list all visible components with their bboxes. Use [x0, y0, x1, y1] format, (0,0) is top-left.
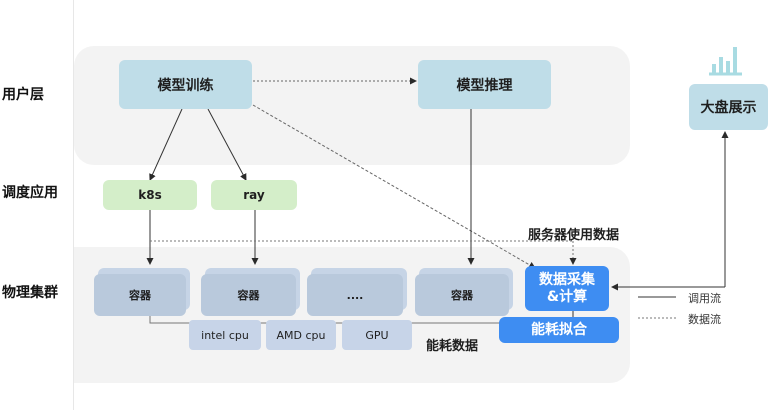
left-divider-line	[73, 0, 74, 410]
legend-call-flow-label: 调用流	[688, 292, 721, 305]
ray-node: ray	[211, 180, 297, 210]
data-collect-label-line2: &计算	[546, 288, 588, 305]
layer-label-schedule: 调度应用	[2, 185, 58, 201]
layer-label-user: 用户层	[2, 87, 44, 103]
power-fit-node: 能耗拟合	[499, 317, 619, 343]
container-node-2: 容器	[201, 274, 296, 316]
container-node-ellipsis: ....	[307, 274, 403, 316]
power-data-label: 能耗数据	[426, 339, 479, 354]
data-collect-label-line1: 数据采集	[539, 271, 595, 288]
model-train-node: 模型训练	[119, 60, 252, 109]
container-node-4: 容器	[415, 274, 509, 316]
intel-cpu-node: intel cpu	[189, 320, 261, 350]
k8s-node: k8s	[103, 180, 197, 210]
layer-label-physical: 物理集群	[2, 285, 58, 301]
data-collect-node: 数据采集 &计算	[525, 266, 609, 311]
server-usage-label: 服务器使用数据	[528, 228, 620, 243]
bar-chart-icon	[707, 43, 745, 79]
gpu-node: GPU	[342, 320, 412, 350]
model-infer-node: 模型推理	[418, 60, 551, 109]
amd-cpu-node: AMD cpu	[266, 320, 336, 350]
dashboard-node: 大盘展示	[689, 84, 768, 130]
container-node-1: 容器	[94, 274, 186, 316]
legend-data-flow-label: 数据流	[688, 313, 721, 326]
